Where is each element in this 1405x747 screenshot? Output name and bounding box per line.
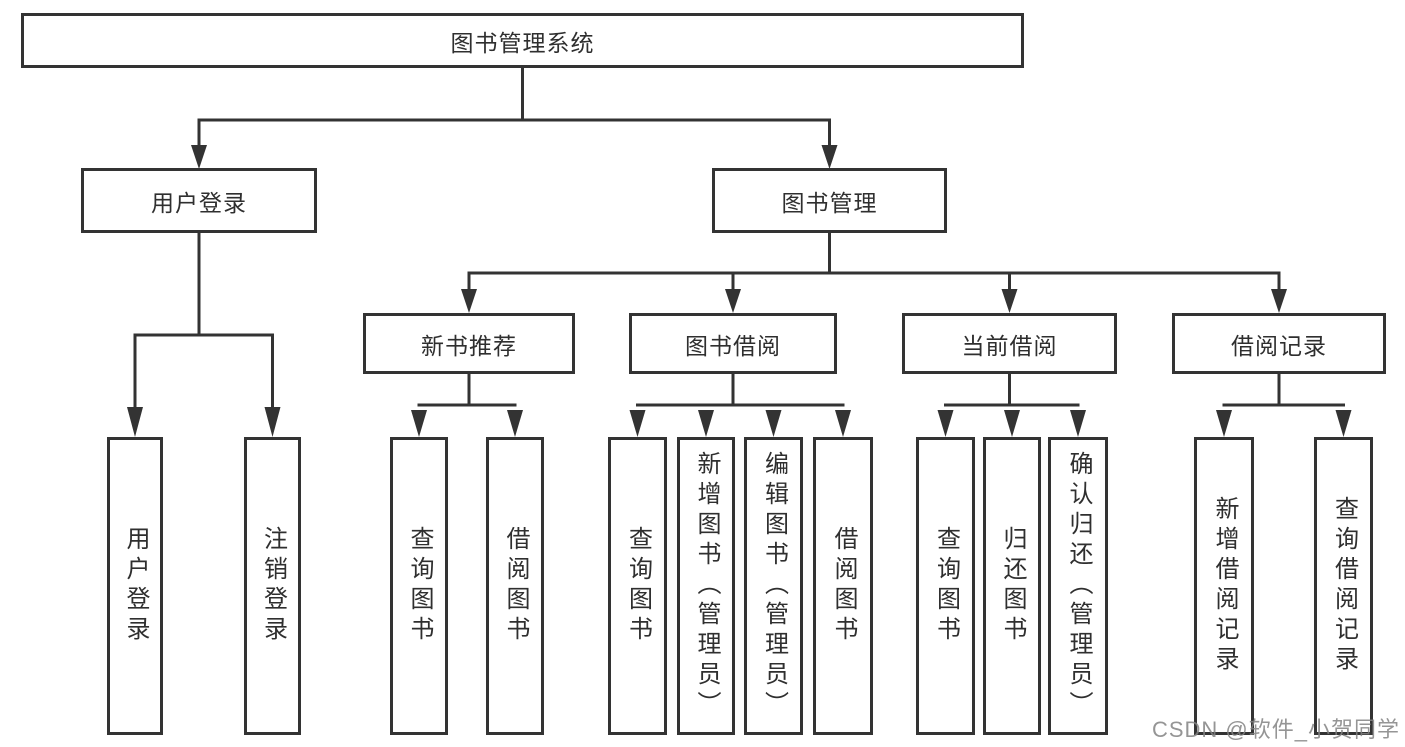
- leaf-add-borrow-record: 新增借阅记录: [1194, 437, 1254, 735]
- node-new-book-recommend: 新书推荐: [363, 313, 575, 374]
- node-current-borrowing: 当前借阅: [902, 313, 1117, 374]
- node-borrowing-records: 借阅记录: [1172, 313, 1386, 374]
- node-book-management: 图书管理: [712, 168, 947, 233]
- connector-lines: [133, 66, 1345, 411]
- csdn-watermark: CSDN @软件_小贺同学: [1151, 717, 1400, 742]
- arrowhead-icons: [127, 145, 1352, 437]
- leaf-query-books-current: 查询图书: [916, 437, 975, 735]
- leaf-edit-books-admin: 编辑图书（管理员）: [744, 437, 803, 735]
- leaf-user-login: 用户登录: [107, 437, 163, 735]
- leaf-query-books-recommend: 查询图书: [390, 437, 448, 735]
- leaf-borrow-books-borrowing: 借阅图书: [813, 437, 873, 735]
- leaf-return-books: 归还图书: [983, 437, 1041, 735]
- node-root-system: 图书管理系统: [21, 13, 1024, 68]
- node-book-borrowing: 图书借阅: [629, 313, 837, 374]
- leaf-add-books-admin: 新增图书（管理员）: [677, 437, 735, 735]
- leaf-query-borrow-record: 查询借阅记录: [1314, 437, 1373, 735]
- node-user-login: 用户登录: [81, 168, 317, 233]
- leaf-logout: 注销登录: [244, 437, 301, 735]
- leaf-confirm-return-admin: 确认归还（管理员）: [1048, 437, 1108, 735]
- leaf-query-books-borrowing: 查询图书: [608, 437, 667, 735]
- leaf-borrow-books-recommend: 借阅图书: [486, 437, 544, 735]
